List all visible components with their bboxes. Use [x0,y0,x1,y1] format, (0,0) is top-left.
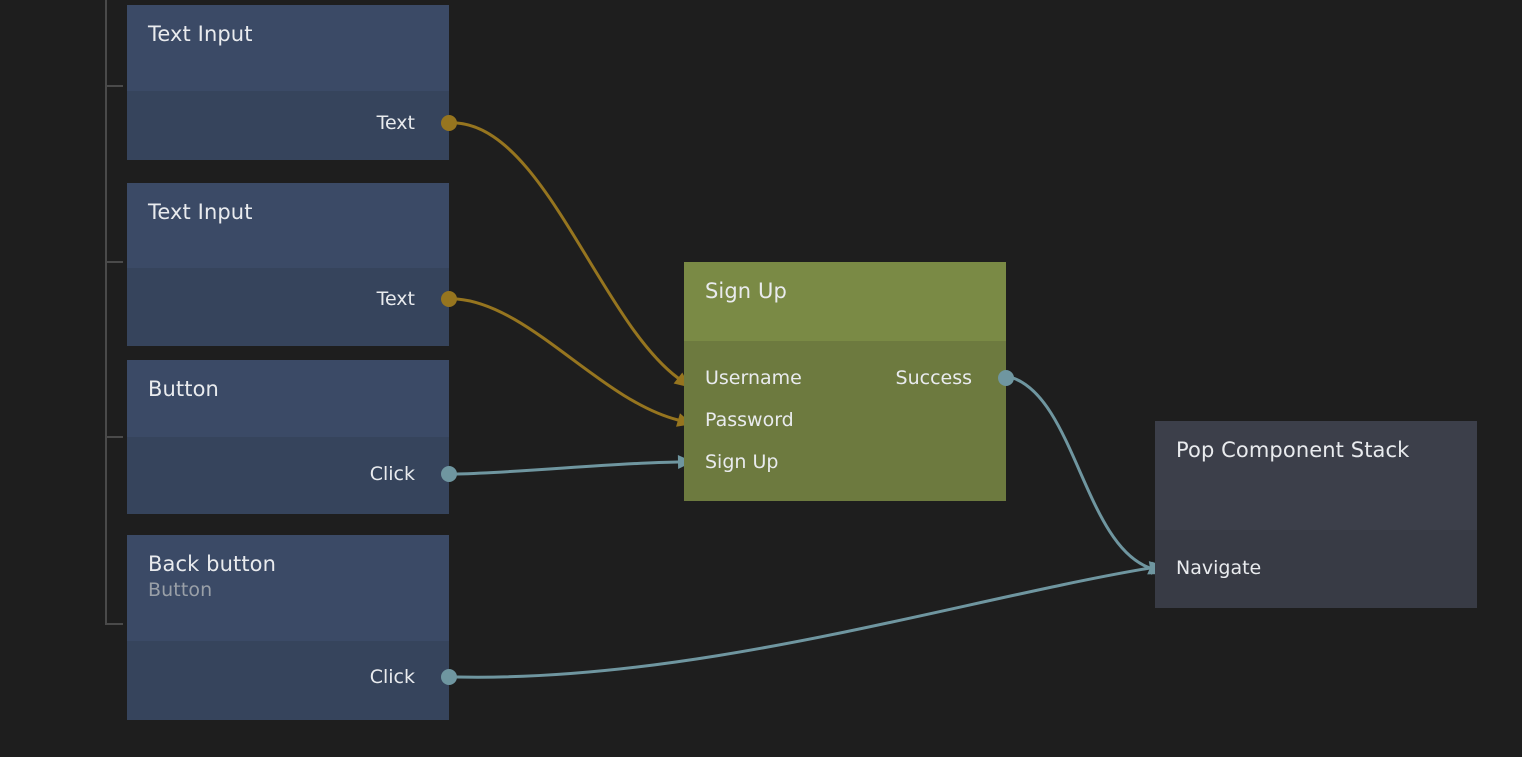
node-text-input-2[interactable]: Text Input [127,183,449,346]
node-header-text-input-2[interactable]: Text Input [127,183,449,268]
port-dot-sign-up-success[interactable] [998,370,1014,386]
node-body-back-button [127,641,449,720]
port-label-sign-up-success[interactable]: Success [895,367,972,389]
node-title-button-1: Button [148,377,219,401]
node-header-pop-component-stack[interactable]: Pop Component Stack [1155,421,1477,530]
port-label-sign-up-username[interactable]: Username [705,367,802,389]
node-header-text-input-1[interactable]: Text Input [127,5,449,91]
port-label-sign-up-password[interactable]: Password [705,409,794,431]
node-body-button-1 [127,437,449,514]
node-body-pop-component-stack [1155,530,1477,608]
node-subtitle-back-button: Button [148,579,213,601]
node-title-text-input-1: Text Input [148,22,253,46]
node-title-text-input-2: Text Input [148,200,253,224]
node-button-1[interactable]: Button [127,360,449,514]
port-label-text-input-1-text[interactable]: Text [376,112,415,134]
tree-branch-stub-3 [105,623,123,625]
port-label-text-input-2-text[interactable]: Text [376,288,415,310]
node-header-button-1[interactable]: Button [127,360,449,437]
wire-1[interactable] [455,297,680,422]
tree-vertical-line [105,0,107,624]
tree-branch-stub-1 [105,261,123,263]
port-dot-back-button-click[interactable] [441,669,457,685]
wire-0[interactable] [455,121,680,380]
wire-2[interactable] [455,460,680,476]
node-title-back-button: Back button [148,552,277,576]
node-body-text-input-1 [127,91,449,160]
node-text-input-1[interactable]: Text Input [127,5,449,160]
node-title-pop-component-stack: Pop Component Stack [1176,438,1410,462]
node-body-sign-up [684,341,1006,501]
node-body-text-input-2 [127,268,449,346]
port-dot-text-input-2-text[interactable] [441,291,457,307]
port-dot-text-input-1-text[interactable] [441,115,457,131]
port-label-button-1-click[interactable]: Click [369,463,415,485]
port-label-sign-up-sign-up[interactable]: Sign Up [705,451,779,473]
port-label-back-button-click[interactable]: Click [369,666,415,688]
tree-branch-stub-0 [105,85,123,87]
port-dot-button-1-click[interactable] [441,466,457,482]
node-pop-component-stack[interactable]: Pop Component Stack [1155,421,1477,608]
tree-branch-stub-2 [105,436,123,438]
node-sign-up[interactable]: Sign Up [684,262,1006,501]
wire-4[interactable] [455,566,1152,679]
wire-3[interactable] [1011,376,1152,570]
port-label-pop-component-stack-navigate[interactable]: Navigate [1176,557,1262,579]
node-title-sign-up: Sign Up [705,279,787,303]
node-header-sign-up[interactable]: Sign Up [684,262,1006,341]
